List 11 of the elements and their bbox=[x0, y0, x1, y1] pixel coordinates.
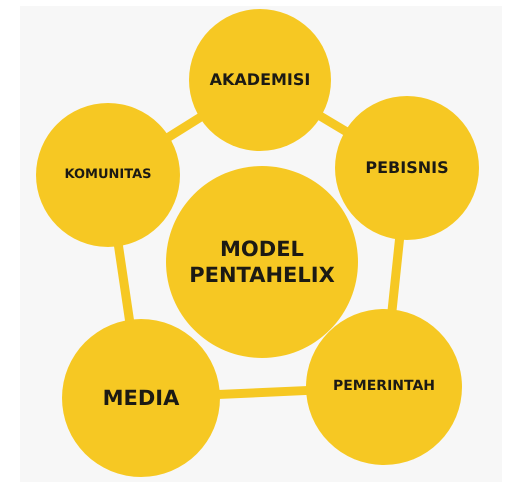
node-label: AKADEMISI bbox=[210, 70, 310, 90]
node-label: PEBISNIS bbox=[365, 158, 449, 178]
connector-line bbox=[164, 112, 204, 142]
node-label: MEDIA bbox=[102, 384, 180, 412]
connector-line bbox=[114, 244, 134, 322]
connector-line bbox=[218, 386, 308, 400]
node-label: KOMUNITAS bbox=[64, 166, 152, 184]
node-label: PEMERINTAH bbox=[332, 378, 436, 396]
node-label: MODEL PENTAHELIX bbox=[188, 236, 336, 288]
connector-line bbox=[387, 237, 404, 312]
connector-line bbox=[316, 112, 350, 136]
